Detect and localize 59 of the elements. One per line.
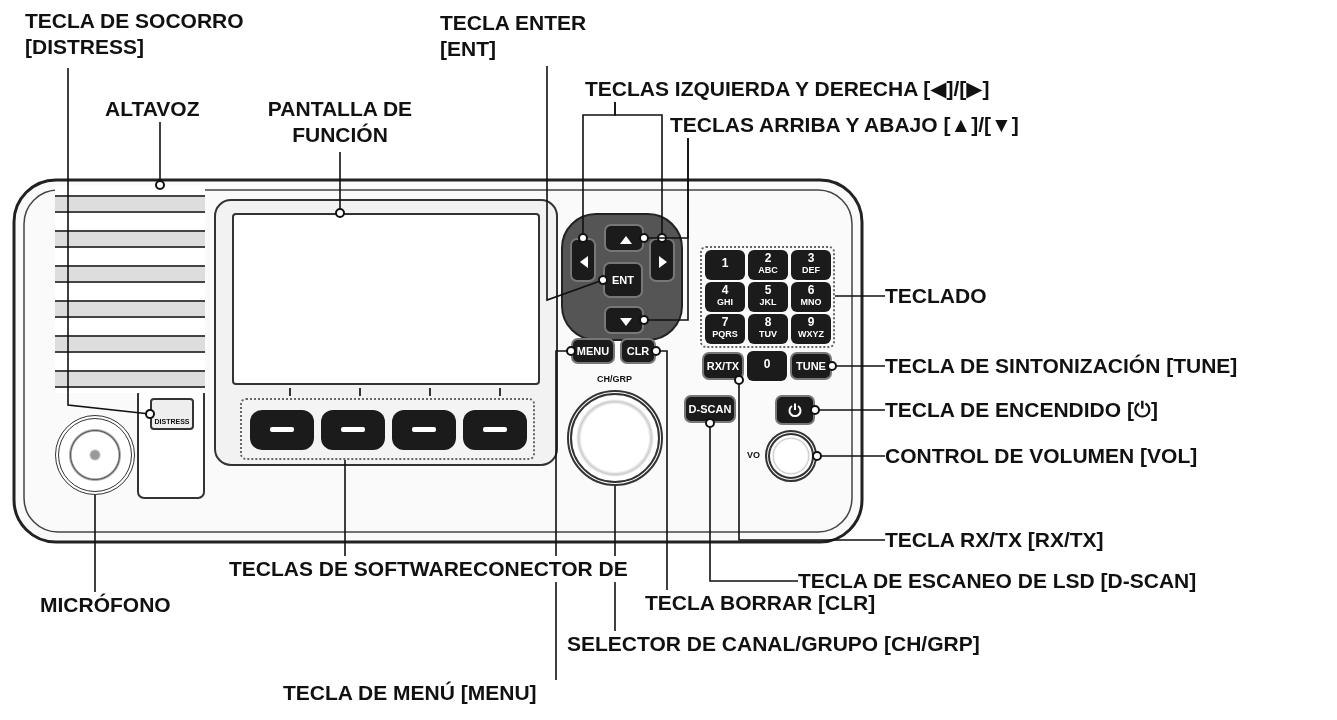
callout-label: CONECTOR DE xyxy=(473,556,628,582)
panel-label: VO xyxy=(747,450,760,460)
keypad xyxy=(700,246,835,348)
leader-line xyxy=(639,137,689,325)
tune-key: TUNE xyxy=(790,352,832,380)
menu-key: MENU xyxy=(571,338,615,364)
callout-label: ALTAVOZ xyxy=(105,96,200,122)
callout-label: TECLAS ARRIBA Y ABAJO [▲]/[▼] xyxy=(670,112,1019,138)
number-key: 8 TUV xyxy=(748,314,788,344)
number-key: 6 MNO xyxy=(791,282,831,312)
enter-key: ENT xyxy=(603,262,643,298)
d-scan-key: D-SCAN xyxy=(684,395,736,423)
callout-label: TECLADO xyxy=(885,283,987,309)
leader-line xyxy=(344,459,346,557)
number-key: 1 xyxy=(705,250,745,280)
leader-line xyxy=(651,346,668,591)
leader-line xyxy=(94,494,96,593)
callout-label: TECLAS IZQUIERDA Y DERECHA [◀]/[▶] xyxy=(585,76,990,102)
callout-label: MICRÓFONO xyxy=(40,592,171,618)
leader-line xyxy=(812,451,886,461)
callout-label: SELECTOR DE CANAL/GRUPO [CH/GRP] xyxy=(567,631,980,657)
number-key: 9 WXYZ xyxy=(791,314,831,344)
callout-label: TECLA DE SINTONIZACIÓN [TUNE] xyxy=(885,353,1238,379)
panel-label: CH/GRP xyxy=(597,374,632,384)
callout-label: TECLAS DE SOFTWARE xyxy=(229,556,473,582)
number-key: 3 DEF xyxy=(791,250,831,280)
right-key xyxy=(649,238,675,282)
leader-line xyxy=(734,375,886,541)
callout-label: PANTALLA DE FUNCIÓN xyxy=(225,96,455,152)
callout-label: TECLA DE SOCORRO [DISTRESS] xyxy=(25,8,295,68)
callout-label: TECLA RX/TX [RX/TX] xyxy=(885,527,1104,553)
callout-label: TECLA DE ENCENDIDO [⏻] xyxy=(885,397,1158,423)
leader-line xyxy=(546,65,608,302)
left-key xyxy=(570,238,596,282)
number-key: 0 xyxy=(747,351,787,381)
speaker-grille xyxy=(55,185,205,393)
leader-line xyxy=(614,101,667,243)
leader-line xyxy=(335,151,345,218)
number-key: 7 PQRS xyxy=(705,314,745,344)
number-key: 2 ABC xyxy=(748,250,788,280)
leader-line xyxy=(705,418,799,582)
number-key: 4 GHI xyxy=(705,282,745,312)
rx-tx-key: RX/TX xyxy=(702,352,744,380)
clear-key: CLR xyxy=(620,338,656,364)
callout-label: TECLA DE MENÚ [MENU] xyxy=(283,680,537,706)
leader-line xyxy=(834,295,886,297)
leader-line xyxy=(67,67,155,419)
callout-label: TECLA ENTER [ENT] xyxy=(440,10,620,66)
leader-line xyxy=(810,405,886,415)
leader-line xyxy=(555,346,576,681)
leader-line xyxy=(827,361,886,371)
up-key xyxy=(604,224,644,252)
power-key xyxy=(775,395,815,425)
display-screen xyxy=(232,213,540,385)
callout-label: CONTROL DE VOLUMEN [VOL] xyxy=(885,443,1198,469)
down-key xyxy=(604,306,644,334)
soft-keys xyxy=(240,398,535,460)
leader-line xyxy=(155,121,165,190)
number-key: 5 JKL xyxy=(748,282,788,312)
